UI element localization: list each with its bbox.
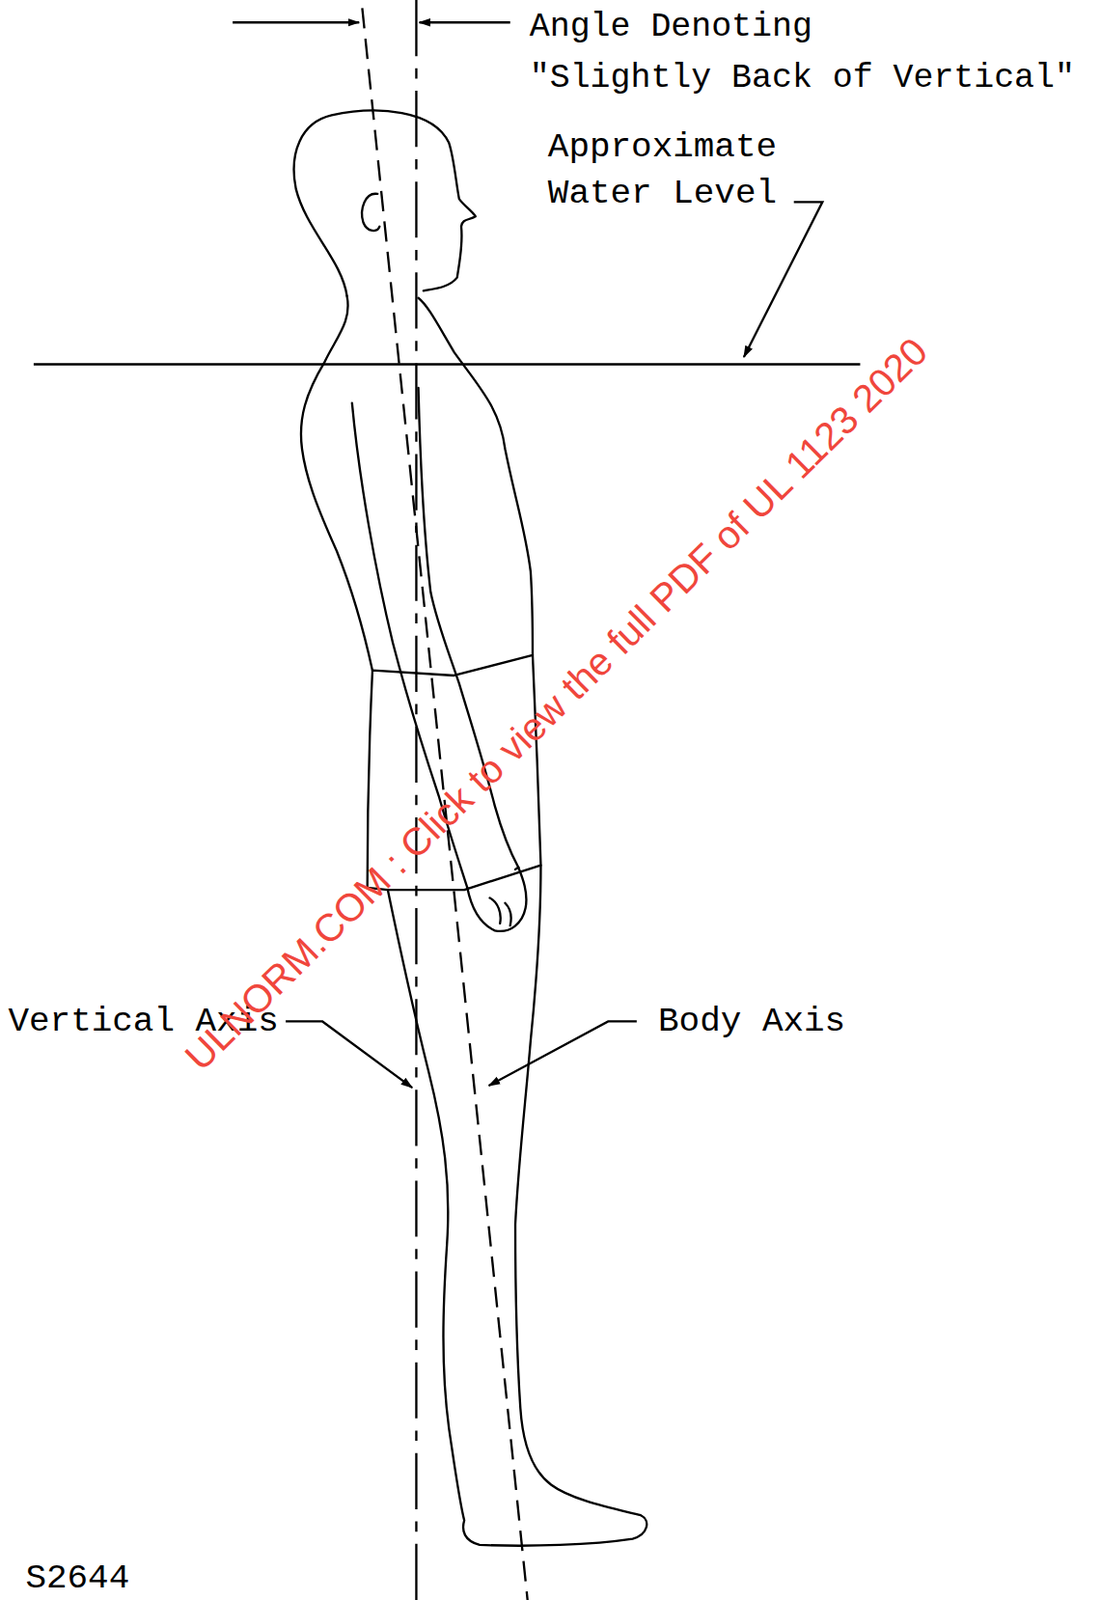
figure-number-box: S2644 <box>25 1557 130 1600</box>
watermark-box: ULNORM.COM : Click to view the full PDF … <box>177 329 937 1079</box>
angle-label: Angle Denoting "Slightly Back of Vertica… <box>529 7 1075 97</box>
dimension-arrow <box>232 21 359 24</box>
water-level-label: Approximate Water Level <box>548 127 777 214</box>
leader-line <box>489 1020 637 1086</box>
water-level <box>33 362 861 365</box>
leader-line <box>285 1020 413 1088</box>
leg-back <box>387 865 647 1546</box>
axis-label-box: Body Axis <box>658 1000 846 1044</box>
figure-number: S2644 <box>25 1558 130 1598</box>
hand <box>467 867 526 932</box>
angle-label-box: Angle Denoting "Slightly Back of Vertica… <box>529 1 1096 105</box>
head-outline <box>294 110 476 297</box>
ear <box>361 193 380 231</box>
axis-label: Body Axis <box>658 1001 846 1042</box>
water-level-label-box: Approximate Water Level <box>548 124 799 217</box>
leader-line <box>743 201 823 358</box>
vertical-axis <box>414 0 417 1600</box>
wrap-spacer <box>853 1 1096 54</box>
dimension-arrow <box>419 21 511 24</box>
watermark: ULNORM.COM : Click to view the full PDF … <box>177 329 937 1079</box>
front-outline <box>418 298 533 656</box>
